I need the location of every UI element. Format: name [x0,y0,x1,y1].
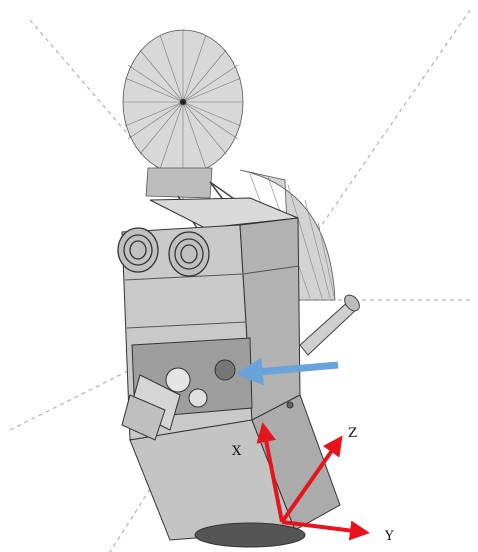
z-axis-arrow [280,435,343,524]
x-axis-label: X [232,444,242,459]
instrument-bay [121,337,294,441]
coordinate-axes [256,422,370,541]
x-axis-arrow [256,422,284,523]
instrument-boom [299,294,360,356]
y-axis-label: Y [384,529,394,544]
sensor-direction-arrow [234,357,339,386]
y-axis-arrow [281,520,370,541]
dish-antenna [122,29,244,199]
coil-instruments [117,227,210,277]
z-axis-label: Z [348,426,357,441]
